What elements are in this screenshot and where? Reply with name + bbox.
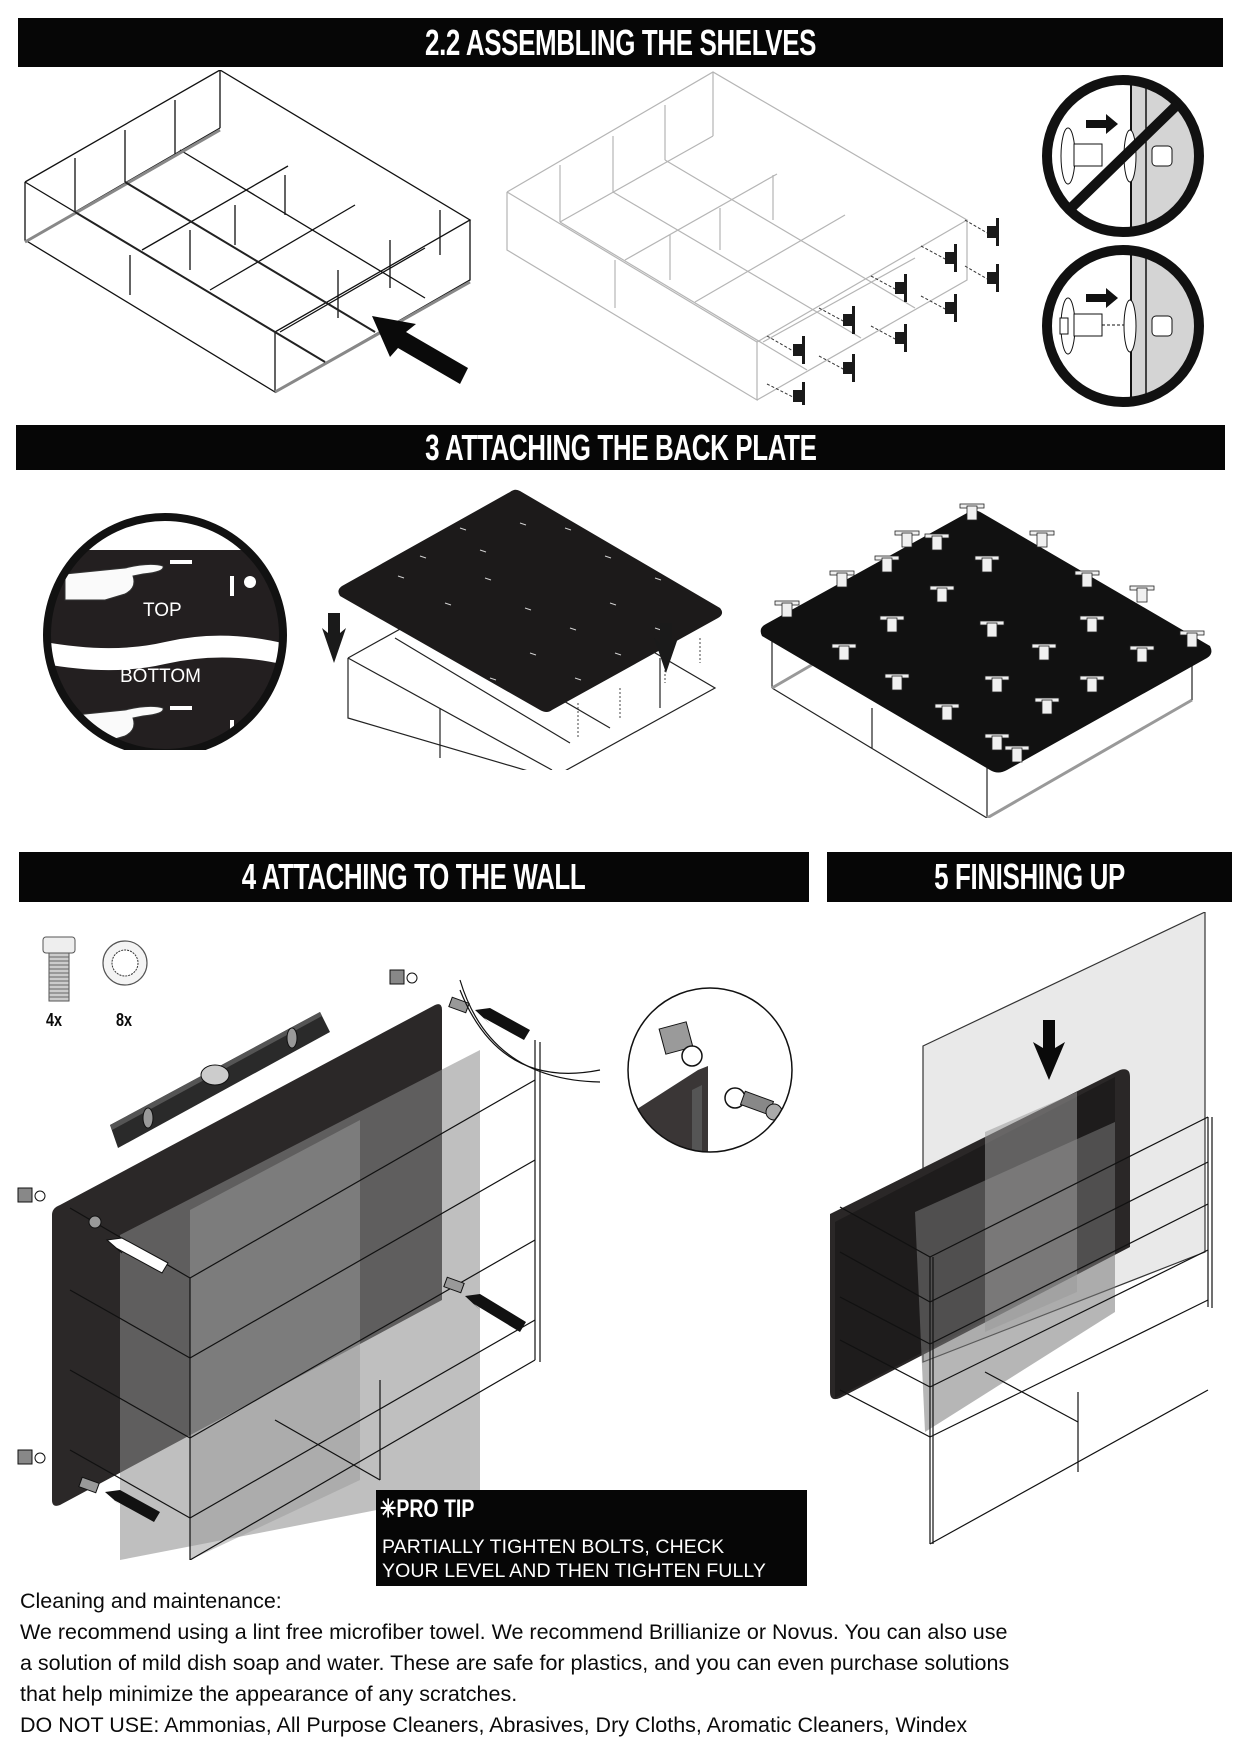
wall-standoff-icons bbox=[17, 969, 418, 1465]
arrow-icon bbox=[475, 1008, 530, 1040]
back-plate-placement-illustration bbox=[320, 478, 740, 770]
arrow-down-icon bbox=[654, 623, 678, 673]
bolt-detail-callout bbox=[440, 970, 800, 1160]
clip-correct-way-diagram bbox=[1038, 242, 1208, 410]
arrow-icon bbox=[105, 1490, 160, 1522]
bolt-quantity: 4x bbox=[46, 1010, 63, 1030]
maintenance-line: that help minimize the appearance of any… bbox=[20, 1682, 518, 1706]
pro-tip-box: ✳PRO TIP PARTIALLY TIGHTEN BOLTS, CHECK … bbox=[376, 1490, 807, 1586]
section-title: 3 ATTACHING THE BACK PLATE bbox=[424, 426, 817, 468]
maintenance-line: We recommend using a lint free microfibe… bbox=[20, 1620, 1008, 1644]
clip-wrong-way-diagram bbox=[1038, 72, 1208, 240]
section-banner-finishing-up: 5 FINISHING UP bbox=[827, 852, 1232, 902]
back-plate bbox=[338, 489, 723, 712]
prohibited-slash-icon bbox=[1068, 100, 1182, 211]
maintenance-heading: Cleaning and maintenance: bbox=[20, 1589, 282, 1613]
bolt-icon bbox=[40, 935, 78, 1005]
section-title: 5 FINISHING UP bbox=[934, 856, 1125, 897]
shelves-clips-illustration bbox=[495, 70, 1000, 405]
pro-tip-line: YOUR LEVEL AND THEN TIGHTEN FULLY bbox=[382, 1560, 767, 1582]
back-plate-clips-installed-illustration bbox=[752, 478, 1212, 818]
section-title: 2.2 ASSEMBLING THE SHELVES bbox=[424, 21, 817, 63]
arrow-icon bbox=[465, 1294, 526, 1332]
do-not-use-line: DO NOT USE: Ammonias, All Purpose Cleane… bbox=[20, 1713, 968, 1737]
insert-arrow-icon bbox=[372, 316, 468, 384]
arrow-right-icon bbox=[1086, 114, 1118, 134]
arrow-icon bbox=[105, 1237, 169, 1274]
section-banner-assembling-shelves: 2.2 ASSEMBLING THE SHELVES bbox=[18, 18, 1223, 67]
top-label: TOP bbox=[143, 600, 182, 621]
arrow-right-icon bbox=[1086, 288, 1118, 308]
arrow-down-icon bbox=[322, 613, 346, 663]
shelves-frame-illustration bbox=[20, 70, 480, 405]
washer-quantity: 8x bbox=[116, 1010, 133, 1030]
back-plate bbox=[760, 510, 1212, 773]
finishing-cover-illustration bbox=[815, 912, 1235, 1552]
section-banner-attaching-back-plate: 3 ATTACHING THE BACK PLATE bbox=[16, 425, 1225, 470]
spirit-level-icon bbox=[110, 1012, 330, 1148]
wall-mount-cabinet-illustration bbox=[10, 960, 550, 1560]
section-banner-attaching-to-wall: 4 ATTACHING TO THE WALL bbox=[19, 852, 809, 902]
bottom-label: BOTTOM bbox=[120, 666, 201, 687]
maintenance-line: a solution of mild dish soap and water. … bbox=[20, 1651, 1010, 1675]
shelf-clips-drawing bbox=[506, 71, 999, 405]
back-plate-orientation-callout: TOP BOTTOM bbox=[25, 510, 305, 750]
pro-tip-title: ✳PRO TIP bbox=[380, 1495, 475, 1523]
pro-tip-line: PARTIALLY TIGHTEN BOLTS, CHECK bbox=[382, 1536, 725, 1558]
section-title: 4 ATTACHING TO THE WALL bbox=[242, 856, 586, 897]
push-clip-icons bbox=[774, 503, 1205, 763]
pointing-hand-icon bbox=[64, 563, 164, 601]
push-clip-icons bbox=[793, 218, 999, 405]
arrow-down-icon bbox=[1033, 1020, 1065, 1080]
shelf-frame-drawing bbox=[24, 70, 472, 394]
washer-icon bbox=[100, 938, 150, 988]
